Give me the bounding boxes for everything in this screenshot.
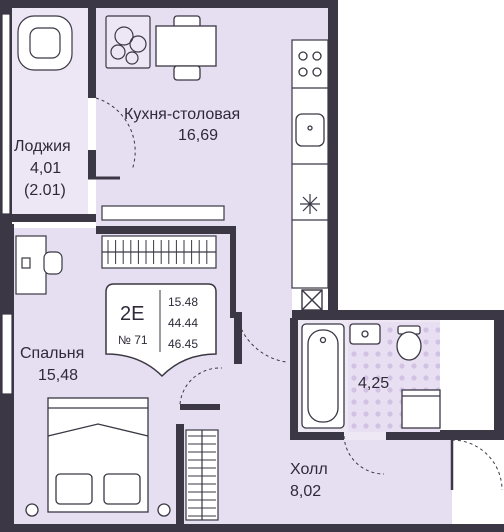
- kitchen-counter: [291, 39, 329, 289]
- loggia-area: 4,01: [30, 160, 61, 177]
- bedroom-window: [1, 313, 13, 395]
- loggia-name: Лоджия: [14, 138, 71, 155]
- doors: [88, 97, 503, 491]
- wardrobe-icon: [101, 235, 217, 269]
- bedroom-area: 15,48: [38, 367, 78, 384]
- loggia-door: [95, 97, 136, 171]
- entrance-door: [451, 439, 503, 491]
- floors: [12, 8, 452, 524]
- stove-icon: [298, 51, 322, 77]
- desk-icon: [15, 235, 63, 295]
- toilet-icon: [396, 325, 422, 361]
- kitchen-window: [101, 205, 225, 221]
- kitchen-area: 16,69: [178, 127, 218, 144]
- windows: [1, 13, 225, 395]
- wardrobe-hangers: [107, 240, 208, 264]
- hall-floor: [292, 440, 452, 524]
- bed-icon: [25, 397, 171, 517]
- bathtub-icon: [301, 323, 345, 429]
- plant-icon: [105, 15, 151, 69]
- bedroom-door: [179, 367, 223, 405]
- hall-area: 8,02: [290, 483, 321, 500]
- armchair-icon: [17, 15, 73, 71]
- corridor-floor: [230, 226, 292, 524]
- shoe-rack-icon: [185, 429, 219, 521]
- bathroom-area: 4,25: [358, 375, 389, 392]
- ventilation-shaft-icon: [301, 289, 323, 311]
- appliance-icon: [300, 194, 320, 214]
- kitchen-door: [235, 311, 287, 363]
- bedroom-name: Спальня: [20, 345, 84, 362]
- kitchen-name: Кухня-столовая: [124, 106, 240, 123]
- living-area: 15.48: [168, 295, 198, 309]
- loggia-area-reduced: (2.01): [24, 182, 66, 199]
- total-area: 46.45: [168, 337, 198, 351]
- usable-area: 44.44: [168, 316, 198, 330]
- bathroom-door: [343, 435, 385, 475]
- apartment-badge: 2E № 71 15.48 44.44 46.45: [105, 283, 217, 378]
- hall-name: Холл: [290, 461, 328, 478]
- washbasin-icon: [349, 323, 381, 345]
- sink-icon: [295, 113, 325, 147]
- apartment-type: 2E: [120, 303, 144, 325]
- apartment-number: № 71: [118, 333, 148, 347]
- loggia-window: [1, 13, 11, 215]
- washing-machine-icon: [401, 389, 441, 429]
- shoe-rack-lines: [188, 435, 216, 517]
- dining-table-icon: [155, 15, 217, 81]
